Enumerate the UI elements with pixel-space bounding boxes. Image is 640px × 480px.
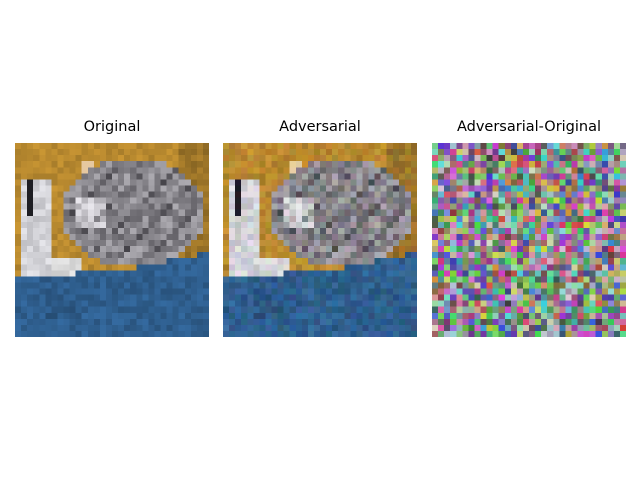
original-image (15, 143, 209, 337)
panel-title-adversarial: Adversarial (279, 119, 361, 135)
difference-image (432, 143, 626, 337)
panel-title-difference: Adversarial-Original (456, 119, 602, 135)
adversarial-image (223, 143, 417, 337)
panel-title-original: Original (83, 119, 141, 135)
